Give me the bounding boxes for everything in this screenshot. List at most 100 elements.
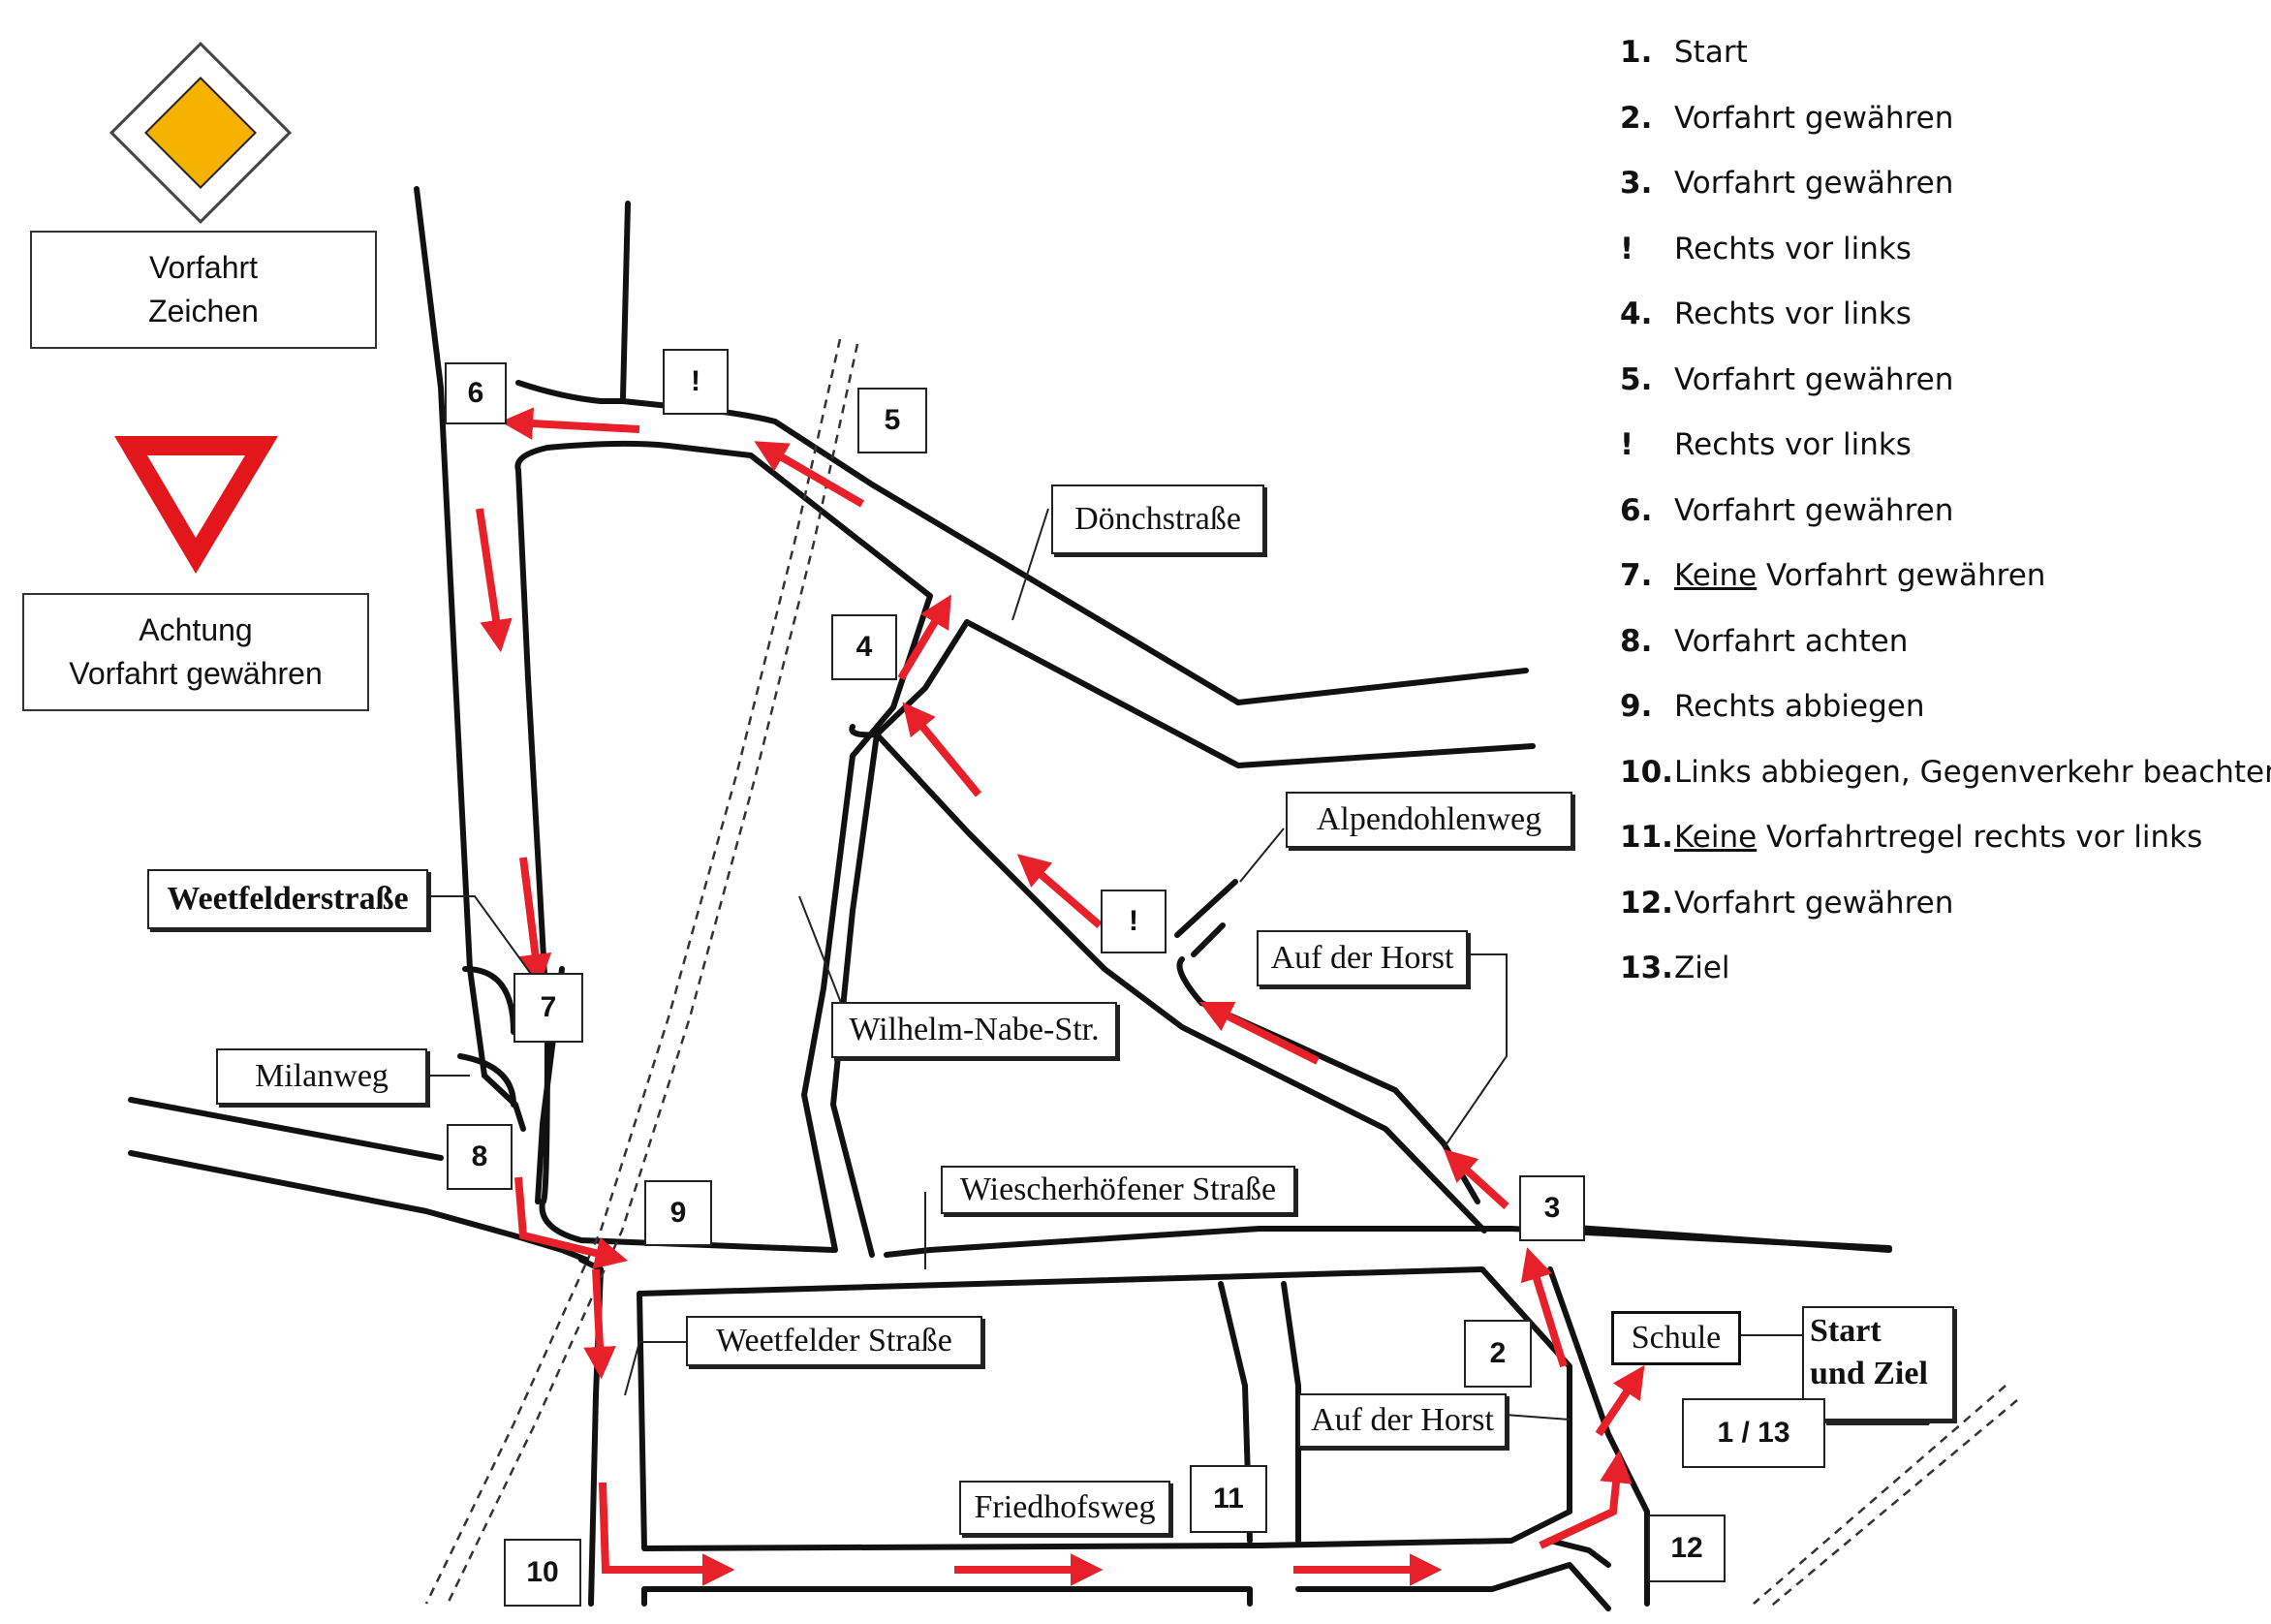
marker-7: 7 bbox=[513, 973, 583, 1043]
route-step-text: Rechts abbiegen bbox=[1674, 683, 1925, 749]
street-label-auf-der-horst-bottom: Auf der Horst bbox=[1298, 1393, 1507, 1448]
route-step: 11.Keine Vorfahrtregel rechts vor links bbox=[1620, 814, 2259, 880]
street-label-milanweg: Milanweg bbox=[216, 1048, 427, 1105]
street-label-wilhelm-nabe: Wilhelm-Nabe-Str. bbox=[831, 1002, 1117, 1058]
route-step-text: Rechts vor links bbox=[1674, 226, 1912, 292]
priority-sign-label-line1: Vorfahrt bbox=[148, 250, 259, 285]
route-step-text: Vorfahrt gewähren bbox=[1674, 95, 1953, 161]
route-step: 7.Keine Vorfahrt gewähren bbox=[1620, 552, 2259, 618]
marker-11: 11 bbox=[1190, 1465, 1267, 1533]
start-ziel-label: Start und Ziel bbox=[1802, 1306, 1954, 1421]
route-step: 5. Vorfahrt gewähren bbox=[1620, 357, 2259, 422]
route-step-text: Keine Vorfahrt gewähren bbox=[1674, 552, 2045, 618]
marker-12: 12 bbox=[1648, 1515, 1726, 1582]
route-step-list: 1. Start 2. Vorfahrt gewähren 3. Vorfahrt gew… bbox=[1620, 29, 2271, 1011]
route-step: 9. Rechts abbiegen bbox=[1620, 683, 2259, 749]
route-arrow-10 bbox=[599, 1482, 735, 1586]
route-step-text: Vorfahrt gewähren bbox=[1674, 880, 1953, 946]
route-step-rest: Rechts vor links bbox=[1674, 231, 1912, 266]
route-step-rest: Vorfahrt gewähren bbox=[1757, 558, 2046, 593]
route-step: 13.Ziel bbox=[1620, 945, 2259, 1011]
route-step: !Rechts vor links bbox=[1620, 422, 2259, 487]
route-arrow-horst-3 bbox=[902, 702, 982, 797]
route-step: 1. Start bbox=[1620, 29, 2259, 95]
route-step-text: Links abbiegen, Gegenverkehr beachten bbox=[1674, 749, 2271, 815]
street-label-doenchstrasse: Dönchstraße bbox=[1051, 484, 1264, 554]
priority-road-sign-icon bbox=[109, 41, 293, 225]
route-step-rest: Vorfahrt gewähren bbox=[1674, 492, 1954, 528]
route-step-rest: Vorfahrt gewähren bbox=[1674, 885, 1954, 921]
route-step-rest: Vorfahrt gewähren bbox=[1674, 100, 1954, 136]
street-label-auf-der-horst-top: Auf der Horst bbox=[1257, 930, 1468, 986]
route-step-rest: Vorfahrt gewähren bbox=[1674, 361, 1954, 397]
route-step-number: 5. bbox=[1620, 361, 1653, 397]
marker-5: 5 bbox=[857, 388, 927, 453]
route-step-text: Vorfahrt gewähren bbox=[1674, 357, 1953, 422]
route-arrows bbox=[476, 407, 1645, 1586]
route-arrow-3 bbox=[1444, 1148, 1509, 1209]
route-step-rest: Vorfahrt gewähren bbox=[1674, 166, 1954, 201]
route-step-text: Vorfahrt gewähren bbox=[1674, 160, 1953, 226]
route-step-number: 13. bbox=[1620, 951, 1673, 985]
route-step: 4.Rechts vor links bbox=[1620, 291, 2259, 357]
route-step: 8. Vorfahrt achten bbox=[1620, 618, 2259, 684]
road-lines bbox=[128, 186, 1892, 1611]
route-step: 10.Links abbiegen, Gegenverkehr beachten bbox=[1620, 749, 2271, 815]
marker-8: 8 bbox=[447, 1124, 513, 1190]
marker-4: 4 bbox=[831, 614, 897, 680]
route-step-number: 1. bbox=[1620, 35, 1653, 70]
ziel-label: und Ziel bbox=[1810, 1356, 1928, 1391]
route-step-text: Start bbox=[1674, 29, 1748, 95]
yield-sign-label-line2: Vorfahrt gewähren bbox=[69, 656, 323, 691]
route-arrow-8-to-9 bbox=[514, 1176, 629, 1269]
route-step-rest: Links abbiegen, Gegenverkehr beachten bbox=[1674, 754, 2271, 790]
route-step: 6. Vorfahrt gewähren bbox=[1620, 487, 2259, 553]
route-step-number: 3. bbox=[1620, 166, 1653, 201]
route-step: 2. Vorfahrt gewähren bbox=[1620, 95, 2259, 161]
railway-lines bbox=[424, 338, 2018, 1609]
priority-sign-label-line2: Zeichen bbox=[148, 294, 259, 328]
marker-2: 2 bbox=[1464, 1320, 1532, 1388]
route-step-emphasis: Keine bbox=[1674, 820, 1758, 855]
route-step-rest: Rechts vor links bbox=[1674, 427, 1912, 462]
route-arrow-horst-1 bbox=[1198, 1001, 1320, 1065]
route-step-rest: Ziel bbox=[1674, 951, 1730, 985]
marker-9: 9 bbox=[644, 1180, 712, 1246]
street-label-wiescherhoefener: Wiescherhöfener Straße bbox=[941, 1166, 1295, 1214]
route-step-emphasis: Keine bbox=[1674, 558, 1758, 593]
route-arrow-5 bbox=[754, 441, 865, 508]
marker-start-goal: 1 / 13 bbox=[1682, 1398, 1825, 1468]
route-arrow-down-2 bbox=[518, 857, 552, 987]
route-step: 12.Vorfahrt gewähren bbox=[1620, 880, 2259, 946]
route-arrow-12-to-school bbox=[1539, 1450, 1633, 1549]
yield-sign-label: Achtung Vorfahrt gewähren bbox=[22, 593, 369, 711]
marker-excl-top: ! bbox=[663, 349, 729, 415]
route-step-rest: Start bbox=[1674, 35, 1748, 70]
route-step-rest: Vorfahrtregel rechts vor links bbox=[1757, 820, 2203, 855]
route-step-rest: Rechts abbiegen bbox=[1674, 689, 1925, 724]
route-step: ! Rechts vor links bbox=[1620, 226, 2259, 292]
route-arrow-horst-2 bbox=[1016, 854, 1103, 929]
street-label-weetfelderstrasse: Weetfelderstraße bbox=[147, 869, 428, 929]
route-arrow-school-exit bbox=[1595, 1364, 1645, 1437]
route-step-text: Rechts vor links bbox=[1674, 422, 1912, 487]
yield-sign-label-line1: Achtung bbox=[139, 612, 253, 647]
route-step-number: 11. bbox=[1620, 820, 1673, 855]
route-arrow-4 bbox=[897, 594, 951, 681]
street-label-friedhofsweg: Friedhofsweg bbox=[959, 1481, 1170, 1535]
route-step-number: 6. bbox=[1620, 492, 1653, 528]
route-step-number: 8. bbox=[1620, 623, 1653, 659]
street-label-alpendohlenweg: Alpendohlenweg bbox=[1286, 792, 1572, 848]
route-step-number: 9. bbox=[1620, 689, 1653, 724]
route-step-number: 10. bbox=[1620, 754, 1673, 790]
route-step-number: 2. bbox=[1620, 100, 1653, 136]
route-step-text: Ziel bbox=[1674, 945, 1730, 1011]
route-step-number: ! bbox=[1620, 231, 1634, 266]
route-arrow-6 bbox=[500, 407, 640, 440]
street-label-schule: Schule bbox=[1611, 1311, 1741, 1365]
route-step-text: Vorfahrt gewähren bbox=[1674, 487, 1953, 553]
marker-excl-mid: ! bbox=[1101, 890, 1167, 953]
marker-10: 10 bbox=[504, 1539, 581, 1607]
route-step-text: Vorfahrt achten bbox=[1674, 618, 1908, 684]
route-arrow-down-3 bbox=[583, 1268, 616, 1380]
